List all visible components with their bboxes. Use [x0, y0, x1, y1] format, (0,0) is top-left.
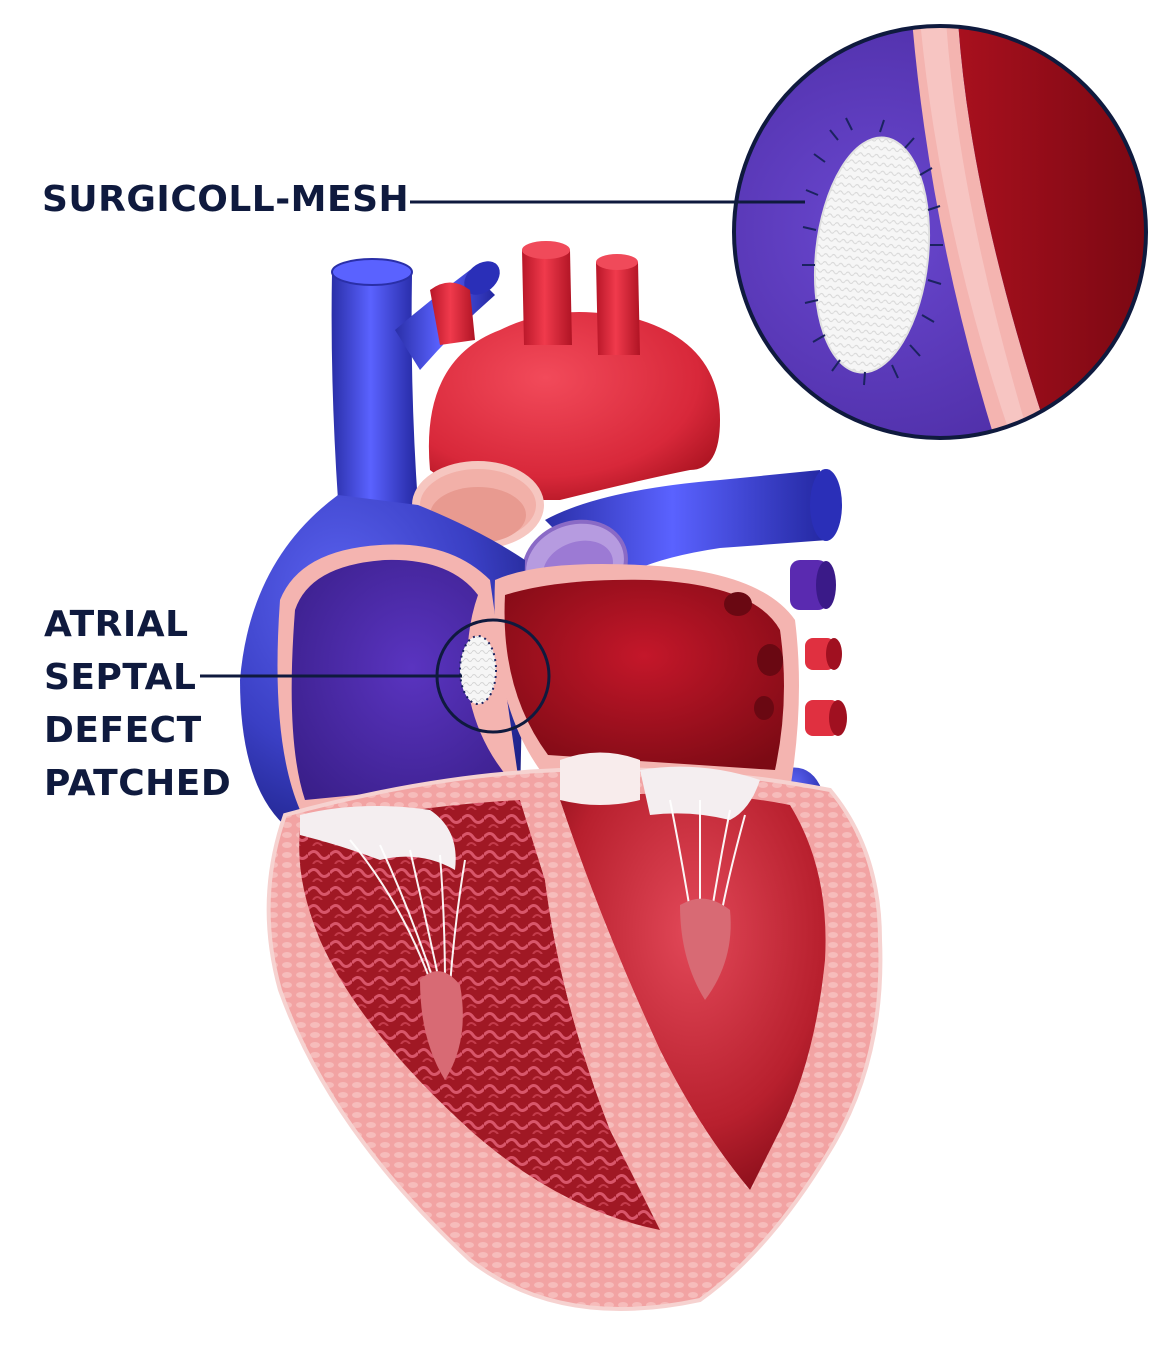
right-atrium-chamber	[291, 559, 510, 800]
zoom-inset	[734, 26, 1146, 438]
zoom-inset-border	[732, 24, 1148, 440]
right-ventricle-cavity	[299, 800, 660, 1230]
left-ventricle-cavity	[560, 793, 826, 1190]
surgicoll-mesh-patch	[813, 136, 931, 374]
septal-patch	[459, 635, 497, 705]
interventricular-septum	[520, 795, 750, 1245]
atrial-septal-defect-label: ATRIAL SEPTAL DEFECT PATCHED	[44, 604, 232, 804]
left-atrium-chamber	[504, 579, 784, 770]
suture-stitches	[802, 117, 943, 386]
aorta	[428, 312, 720, 500]
chordae-tendineae	[349, 799, 746, 986]
superior-vena-cava	[331, 272, 418, 505]
surgicoll-mesh-label: SURGICOLL-MESH	[42, 179, 410, 220]
